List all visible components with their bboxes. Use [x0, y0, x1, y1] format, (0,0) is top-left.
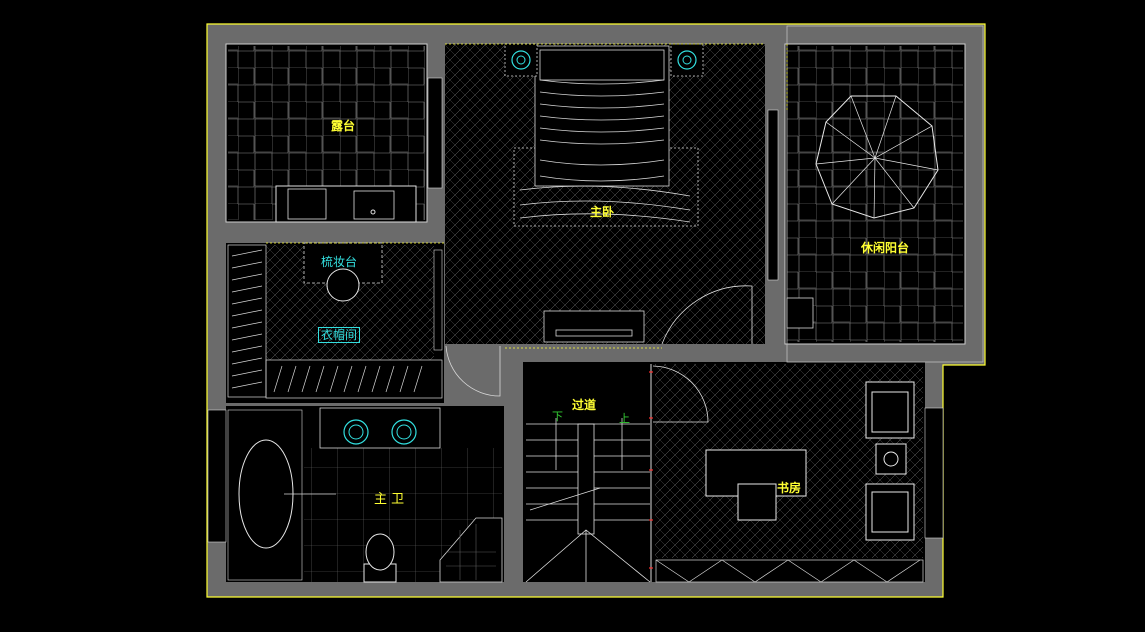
terrace-washer [287, 188, 327, 220]
master-bath-label: 主 卫 [374, 492, 405, 507]
dashed-openings [266, 43, 788, 349]
vanity-counter [319, 407, 441, 449]
wardrobe-left [227, 244, 267, 398]
side-table [875, 443, 907, 475]
bedroom-door [661, 285, 753, 345]
dressing-table-label: 梳妆台 [321, 255, 358, 269]
stair-down-label: 下 [552, 410, 563, 423]
shower-grid [446, 524, 496, 580]
tv-cabinet [543, 310, 645, 343]
leisure-balcony-label: 休闲阳台 [861, 241, 910, 255]
tv [555, 329, 633, 337]
balcony-railing-outer [786, 25, 984, 363]
walk-in-closet-label: 衣帽间 [318, 327, 361, 343]
study-bookshelf [655, 559, 924, 583]
terrace-label: 露台 [331, 119, 356, 133]
stair-up-label: 上 [619, 412, 630, 425]
study-window [924, 407, 944, 539]
study-chair [737, 483, 777, 521]
terrace-counter [275, 185, 417, 223]
armchair-bottom [865, 483, 915, 541]
armchair-top [865, 381, 915, 439]
nightstand-right [670, 43, 704, 77]
dressing-stool [326, 268, 360, 302]
basin-left [343, 419, 369, 445]
master-bedroom-label: 主卧 [590, 205, 615, 219]
closet-door-glass [433, 249, 443, 351]
balcony-plant [786, 297, 814, 329]
nightstand-left [504, 43, 538, 77]
wardrobe-bottom [265, 359, 443, 399]
balcony-glass [767, 109, 779, 281]
bath-door [445, 345, 501, 397]
terrace-glass [427, 77, 443, 189]
umbrella-table [815, 95, 939, 219]
corridor-label: 过道 [572, 398, 597, 412]
study-door [652, 365, 709, 423]
terrace-sink-drain [370, 209, 376, 215]
study-label: 书房 [777, 481, 802, 495]
basin-right [391, 419, 417, 445]
bath-window [207, 409, 227, 543]
toilet [363, 533, 397, 583]
bed [513, 45, 699, 227]
terrace-sink [353, 190, 395, 220]
partition-ticks [649, 371, 653, 569]
balcony-tiles [787, 46, 963, 342]
bathtub-frame [227, 409, 303, 581]
balcony-railing [784, 43, 966, 345]
